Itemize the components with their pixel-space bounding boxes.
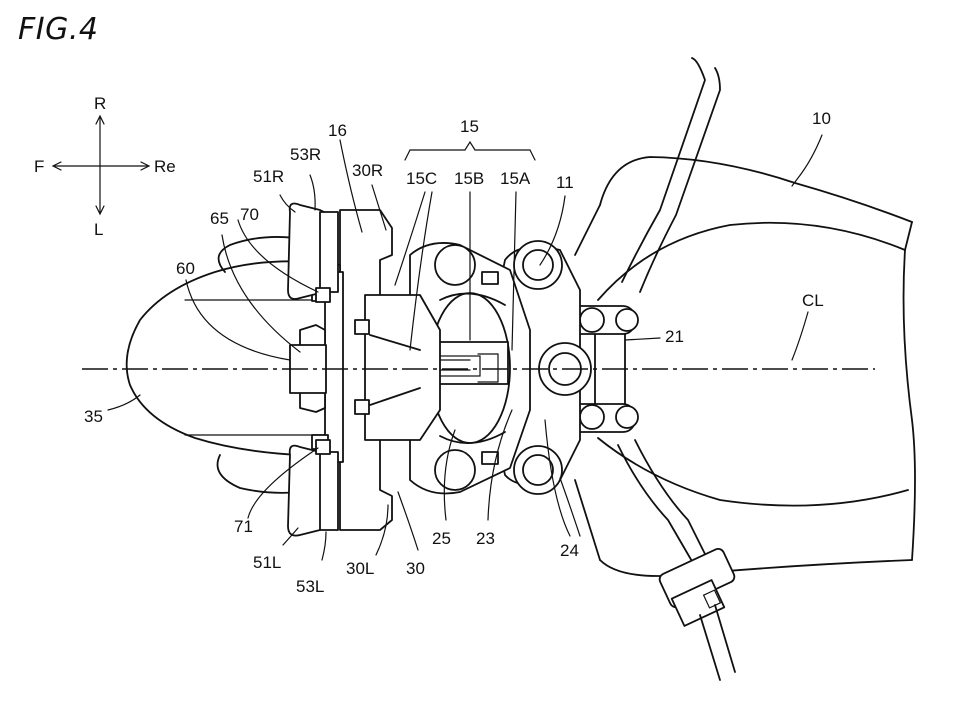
label-25: 25 [432, 529, 451, 548]
label-21: 21 [665, 327, 684, 346]
label-53r: 53R [290, 145, 321, 164]
label-35: 35 [84, 407, 103, 426]
reference-labels: 10 11 15 15A 15B 15C 16 21 23 24 25 30 3… [84, 109, 831, 596]
label-15b: 15B [454, 169, 484, 188]
label-15c: 15C [406, 169, 437, 188]
leader-lines [107, 134, 823, 561]
label-cl: CL [802, 291, 824, 310]
label-71: 71 [234, 517, 253, 536]
label-15: 15 [460, 117, 479, 136]
direction-compass: R L F Re [34, 94, 176, 239]
label-60: 60 [176, 259, 195, 278]
label-brace-15 [404, 140, 536, 161]
handlebar [617, 57, 736, 681]
label-30: 30 [406, 559, 425, 578]
front-bracket [339, 209, 441, 531]
label-15a: 15A [500, 169, 531, 188]
label-23: 23 [476, 529, 495, 548]
compass-label-f: F [34, 157, 44, 176]
label-51l: 51L [253, 553, 281, 572]
headlight-bracket [395, 242, 531, 495]
label-51r: 51R [253, 167, 284, 186]
label-30r: 30R [352, 161, 383, 180]
vehicle-body [574, 156, 916, 577]
label-11: 11 [556, 173, 574, 192]
label-30l: 30L [346, 559, 374, 578]
compass-label-r: R [94, 94, 106, 113]
label-24: 24 [560, 541, 579, 560]
label-65: 65 [210, 209, 229, 228]
figure-title: FIG.4 [18, 12, 99, 47]
label-70: 70 [240, 205, 259, 224]
turn-signal-left [287, 439, 339, 537]
label-10: 10 [812, 109, 831, 128]
compass-label-l: L [94, 220, 103, 239]
label-53l: 53L [296, 577, 324, 596]
compass-label-re: Re [154, 157, 176, 176]
label-16: 16 [328, 121, 347, 140]
turn-signal-right [287, 202, 339, 303]
